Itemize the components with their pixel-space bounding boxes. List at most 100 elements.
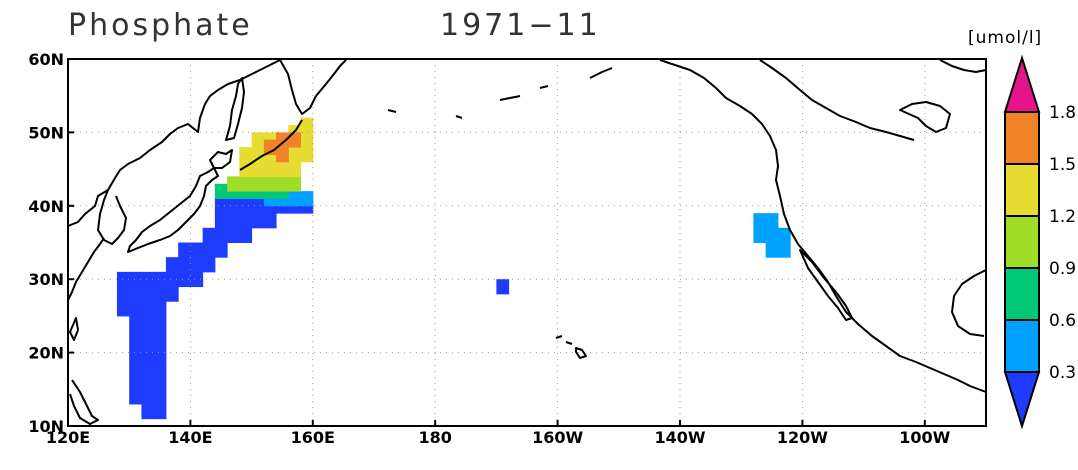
colorbar-label: 0.3 [1049,363,1076,383]
map-title: Phosphate [68,8,253,43]
phosphate-cell [153,286,167,302]
phosphate-cell [129,374,142,390]
coast-hawaii [555,335,587,359]
phosphate-cell [765,227,779,243]
phosphate-cell [251,147,265,163]
phosphate-cell [276,176,289,192]
phosphate-cell [141,389,155,405]
coast-sakhalin [225,77,245,141]
colorbar-label: 1.5 [1049,155,1076,175]
phosphate-cell [239,147,253,163]
x-tick-label: 160W [532,428,583,447]
coast-alaska-panhandle [759,59,915,141]
phosphate-cell [129,345,142,361]
phosphate-cell [300,147,314,163]
phosphate-cell [251,176,265,192]
phosphate-cell [129,389,142,405]
phosphate-cell [263,161,277,177]
phosphate-cell [190,271,204,288]
map-date: 1971−11 [440,8,601,43]
coast-philippines [69,379,99,425]
phosphate-cell [129,359,142,376]
coast-kamchatka [279,59,347,115]
phosphate-cell [153,315,167,332]
phosphate-cell [239,213,253,229]
phosphate-cell [153,301,167,317]
phosphate-cell [141,374,155,390]
phosphate-cell [263,176,277,192]
coast-north-america [659,59,987,393]
y-tick-label: 60N [28,50,64,69]
phosphate-cell [777,242,791,258]
phosphate-cell [288,191,302,207]
phosphate-cell [129,315,142,332]
colorbar-extend-min [1003,371,1041,430]
phosphate-cell [214,183,228,199]
phosphate-cell [116,286,130,302]
coast-kurils [239,119,303,171]
phosphate-cell [214,227,228,243]
phosphate-cell [263,213,277,229]
phosphate-cell [227,213,240,229]
phosphate-cell [251,198,265,214]
phosphate-cell [251,161,265,177]
phosphate-cell [239,176,253,192]
phosphate-field [116,117,791,420]
phosphate-cell [239,227,253,243]
phosphate-cell [214,213,228,229]
phosphate-cell [165,286,179,302]
phosphate-cell [141,315,155,332]
y-tick-label: 20N [28,344,64,363]
phosphate-cell [129,301,142,317]
phosphate-cell [227,176,240,192]
phosphate-cell [153,389,167,405]
coast-aleutians [387,67,613,119]
phosphate-cell [153,374,167,390]
colorbar-segment [1004,215,1040,269]
phosphate-cell [202,257,216,273]
phosphate-cell [153,271,167,288]
coast-hokkaido [209,149,233,169]
colorbar-label: 0.9 [1049,259,1076,279]
phosphate-cell [141,301,155,317]
phosphate-cell [190,257,204,273]
coast-taiwan [69,317,79,341]
phosphate-cell [288,132,302,148]
x-tick-label: 120W [777,428,828,447]
phosphate-cell [214,198,228,214]
x-tick-label: 160E [291,428,335,447]
map-frame [67,58,987,427]
phosphate-cell [116,301,130,317]
x-tick-label: 180 [418,428,451,447]
y-tick-label: 30N [28,270,64,289]
phosphate-cell [141,286,155,302]
phosphate-cell [178,257,191,273]
colorbar-label: 0.6 [1049,311,1076,331]
colorbar-units: [umol/l] [968,28,1043,48]
phosphate-cell [288,161,302,177]
phosphate-cell [276,147,289,163]
colorbar: 0.30.60.91.21.51.8 [1003,54,1076,430]
phosphate-cell [202,242,216,258]
phosphate-cell [141,330,155,346]
phosphate-cell [178,242,191,258]
phosphate-cell [141,345,155,361]
phosphate-cell [141,359,155,376]
phosphate-cell [202,227,216,243]
phosphate-cell [165,257,179,273]
phosphate-cell [214,242,228,258]
phosphate-cell [129,271,142,288]
colorbar-segment [1004,267,1040,321]
phosphate-cell [165,271,179,288]
colorbar-label: 1.2 [1049,207,1076,227]
phosphate-cell [141,403,155,420]
y-tick-label: 40N [28,197,64,216]
phosphate-cell [227,227,240,243]
phosphate-cell [129,286,142,302]
coast-baja [799,249,853,321]
phosphate-cell [153,345,167,361]
coastlines [67,59,987,425]
y-tick-label: 10N [28,417,64,436]
